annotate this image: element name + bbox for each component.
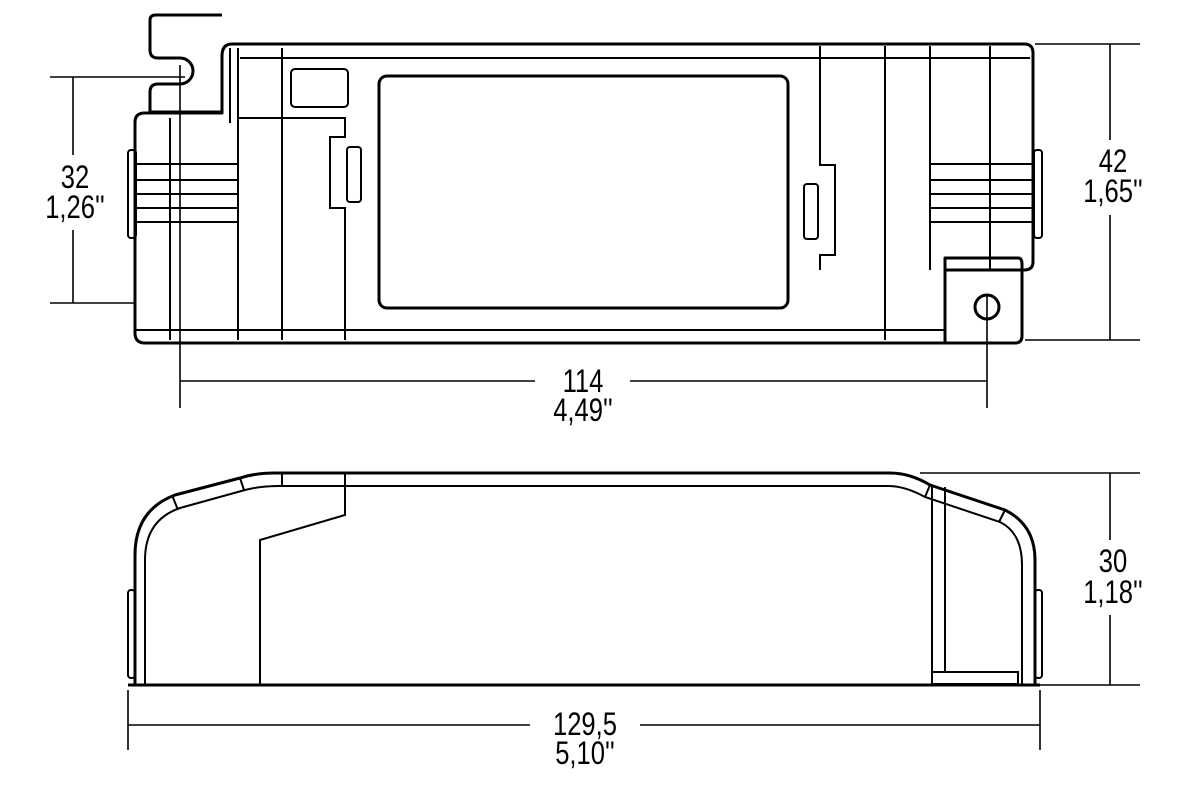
side-body-outline	[133, 471, 1037, 685]
left-ribs	[127, 149, 237, 239]
right-clip	[803, 183, 819, 240]
left-clip	[346, 146, 362, 203]
label-marker	[290, 68, 349, 108]
dim-42-inch: 1,65''	[1083, 174, 1143, 209]
dim-42-mm: 42	[1099, 144, 1127, 179]
dim-32-mm: 32	[61, 160, 89, 195]
dim-129-inch: 5,10''	[555, 736, 615, 771]
dim-32-inch: 1,26''	[45, 190, 105, 225]
left-mounting-bracket	[148, 13, 222, 114]
dim-114-mm: 114	[563, 364, 604, 399]
side-view: 30 1,18'' 129,5 5,10''	[127, 471, 1143, 772]
dim-30-mm: 30	[1099, 544, 1127, 579]
right-mounting-bracket	[943, 256, 1024, 345]
right-ribs	[930, 149, 1043, 239]
dim-114-inch: 4,49''	[553, 393, 613, 428]
main-body-outline	[133, 42, 1035, 345]
label-area	[377, 74, 790, 310]
dim-129-mm: 129,5	[553, 707, 617, 742]
dim-30-inch: 1,18''	[1083, 575, 1143, 610]
top-view: 32 1,26'' 42 1,65'' 114 4,49''	[45, 13, 1143, 429]
